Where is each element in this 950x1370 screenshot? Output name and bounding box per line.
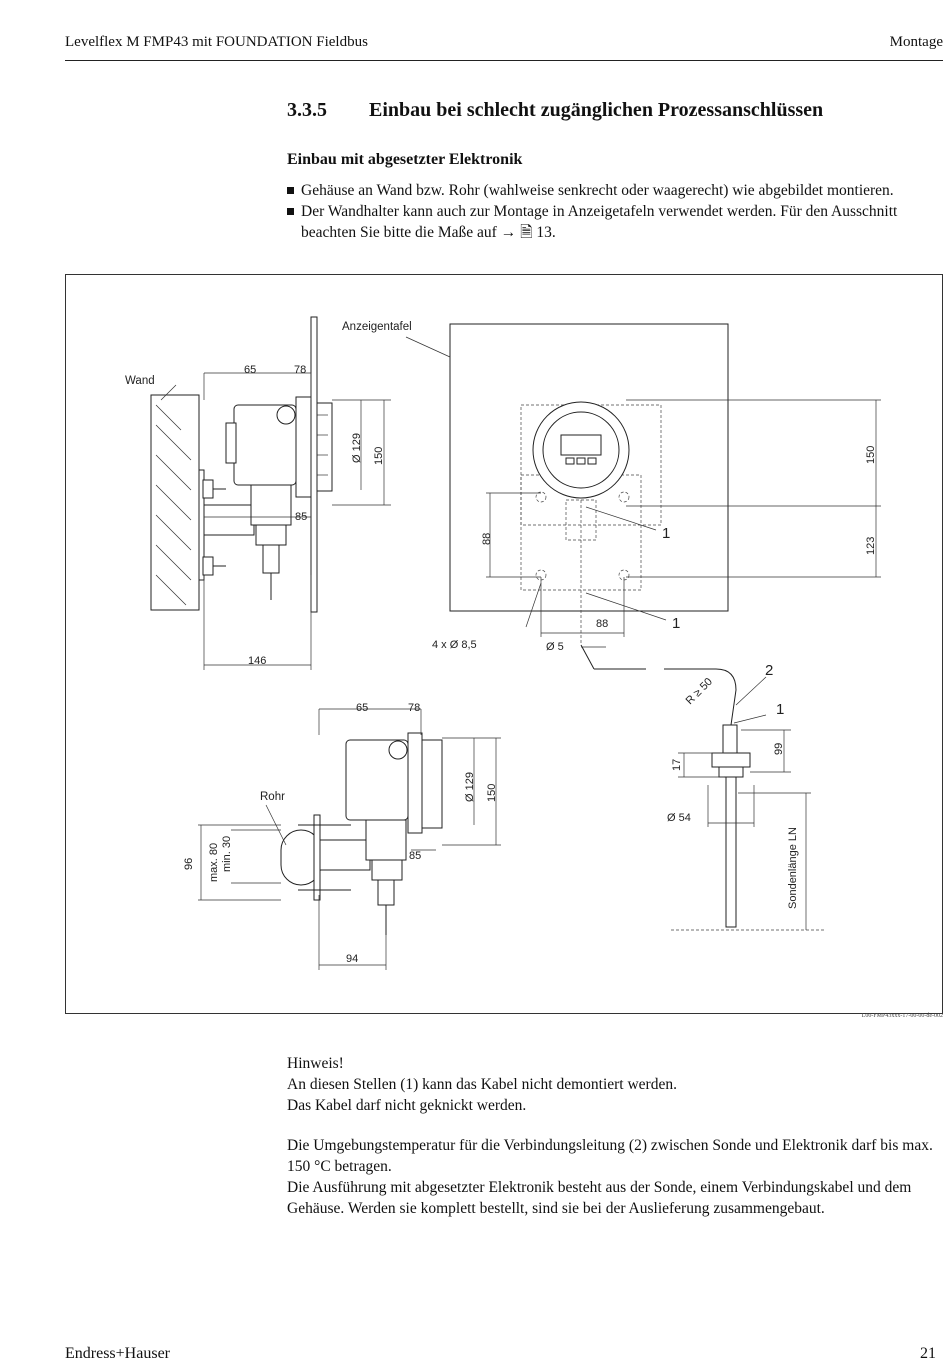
paragraph-remote-version: Die Ausführung mit abgesetzter Elektroni… xyxy=(287,1179,912,1217)
note-title: Hinweis! xyxy=(287,1055,344,1072)
label-display-panel: Anzeigentafel xyxy=(342,321,412,333)
dim-17: 17 xyxy=(671,759,683,771)
dim-4x-hole: 4 x Ø 8,5 xyxy=(432,639,477,651)
paragraph-temperature: Die Umgebungstemperatur für die Verbindu… xyxy=(287,1137,933,1175)
dim-150-top: 150 xyxy=(373,447,385,465)
header-rule xyxy=(65,60,943,61)
figure-reference: L00-FMP43xxx-17-00-00-de-002 xyxy=(861,1013,943,1019)
section-number: 3.3.5 xyxy=(287,99,327,121)
dim-85-top: 85 xyxy=(295,511,307,523)
dim-78-bottom: 78 xyxy=(408,702,420,714)
section-title: Einbau bei schlecht zugänglichen Prozess… xyxy=(369,99,824,121)
bullet-text: Der Wandhalter kann auch zur Montage in … xyxy=(301,203,898,241)
dim-150-bottom: 150 xyxy=(486,784,498,802)
bullet-marker xyxy=(287,187,294,194)
callout-1-probe: 1 xyxy=(776,701,784,718)
callout-2: 2 xyxy=(765,662,773,679)
section-heading: 3.3.5 Einbau bei schlecht zugänglichen Pr… xyxy=(287,99,823,122)
dim-min-30: min. 30 xyxy=(221,836,233,872)
dim-146: 146 xyxy=(248,655,266,667)
note-line: An diesen Stellen (1) kann das Kabel nic… xyxy=(287,1076,677,1093)
dim-78-top: 78 xyxy=(294,364,306,376)
pipe-mount-view xyxy=(198,708,501,970)
bullet-text: Gehäuse an Wand bzw. Rohr (wahlweise sen… xyxy=(301,182,894,199)
dim-d54: Ø 54 xyxy=(667,812,691,824)
dim-d129-bottom: Ø 129 xyxy=(464,772,476,802)
page-number: 21 xyxy=(920,1345,936,1362)
dim-94: 94 xyxy=(346,953,358,965)
dim-85-bottom: 85 xyxy=(409,850,421,862)
label-pipe: Rohr xyxy=(260,791,285,803)
dim-99: 99 xyxy=(773,743,785,755)
dim-d129-top: Ø 129 xyxy=(351,433,363,463)
dim-d5: Ø 5 xyxy=(546,641,564,653)
dim-max-80: max. 80 xyxy=(208,843,220,882)
callout-1-panel: 1 xyxy=(662,525,670,542)
panel-front-view xyxy=(405,323,881,670)
running-header-title: Levelflex M FMP43 mit FOUNDATION Fieldbu… xyxy=(65,34,368,50)
bullet-item: Gehäuse an Wand bzw. Rohr (wahlweise sen… xyxy=(287,180,947,201)
mounting-figure: Wand Anzeigentafel Rohr 65 78 Ø 129 150 … xyxy=(65,274,943,1014)
dim-88-horizontal: 88 xyxy=(596,618,608,630)
wall-mount-view xyxy=(150,316,391,670)
bend-radius: R ≥ 50 xyxy=(684,676,715,707)
note-line: Das Kabel darf nicht geknickt werden. xyxy=(287,1097,527,1114)
running-header-section: Montage xyxy=(889,34,943,50)
callout-1-cable: 1 xyxy=(672,615,680,632)
dim-65-bottom: 65 xyxy=(356,702,368,714)
footer-brand: Endress+Hauser xyxy=(65,1345,170,1362)
dim-123: 123 xyxy=(865,537,877,555)
dim-88-vertical: 88 xyxy=(481,533,493,545)
mounting-drawing: Wand Anzeigentafel Rohr 65 78 Ø 129 150 … xyxy=(125,316,881,970)
dim-65-top: 65 xyxy=(244,364,256,376)
dim-96: 96 xyxy=(183,858,195,870)
label-wall: Wand xyxy=(125,375,155,387)
bullet-marker xyxy=(287,208,294,215)
probe-view xyxy=(664,668,826,931)
bullet-item: Der Wandhalter kann auch zur Montage in … xyxy=(287,201,947,243)
probe-length-label: Sondenlänge LN xyxy=(787,827,799,909)
dim-150-panel: 150 xyxy=(865,446,877,464)
subsection-heading: Einbau mit abgesetzter Elektronik xyxy=(287,151,523,168)
